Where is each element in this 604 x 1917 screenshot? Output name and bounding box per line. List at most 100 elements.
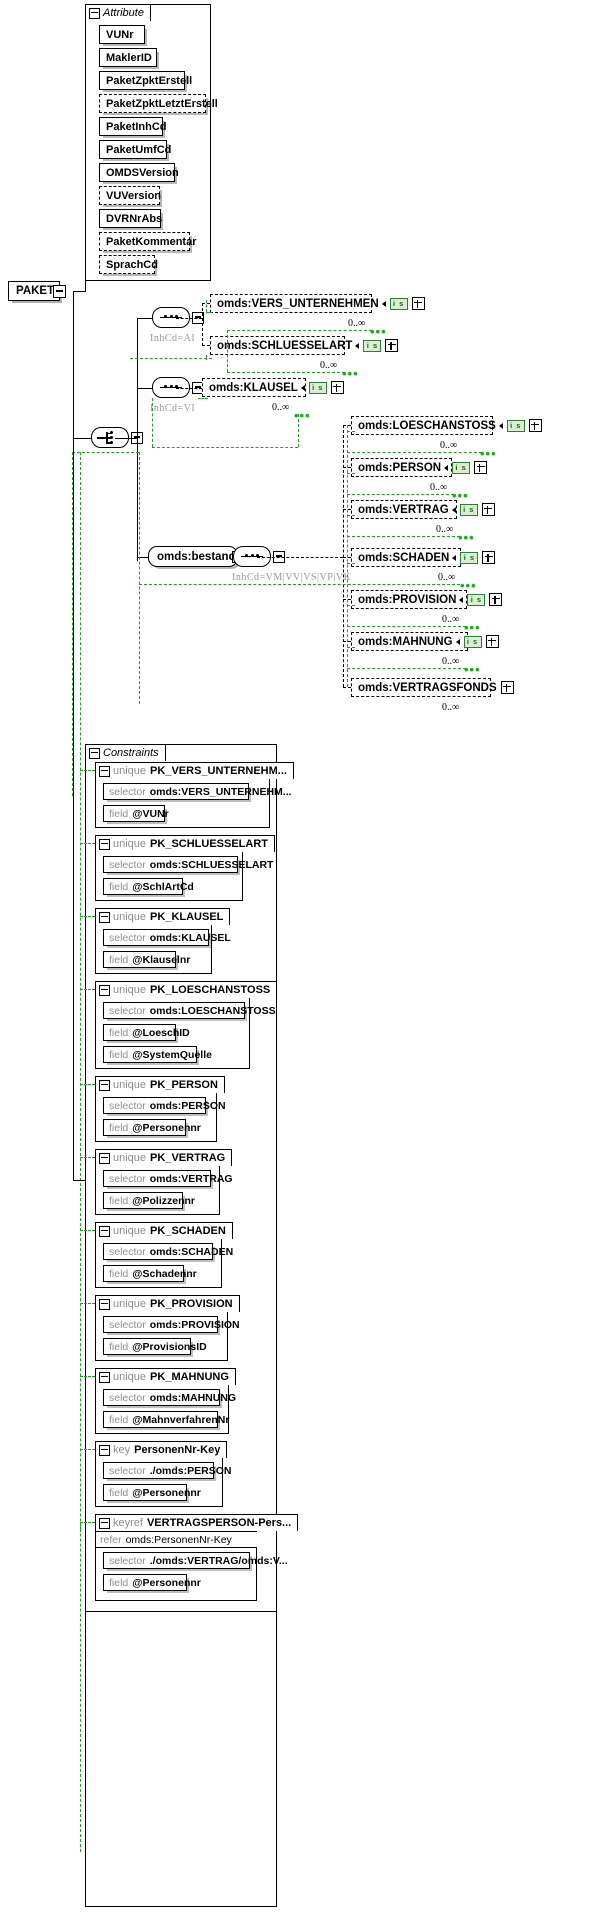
expand-icon[interactable] <box>489 593 503 606</box>
constraints-tab[interactable]: Constraints <box>85 744 166 761</box>
expand-icon[interactable] <box>385 339 399 352</box>
collapse-icon[interactable] <box>99 1079 110 1091</box>
sequence-compositor-vi[interactable] <box>152 377 204 402</box>
constraint-field-row[interactable]: field @LoeschID <box>103 1024 190 1041</box>
expand-icon[interactable] <box>528 419 542 432</box>
attribute-maklerid[interactable]: MaklerID <box>99 48 157 67</box>
collapse-icon[interactable] <box>273 550 285 563</box>
constraint-header-pk-klausel[interactable]: unique PK_KLAUSEL <box>95 908 231 925</box>
constraint-selector-row[interactable]: selector omds:SCHLUESSELART <box>103 856 273 873</box>
connector <box>85 144 87 292</box>
constraint-field-row-2[interactable]: field @SystemQuelle <box>103 1046 212 1063</box>
constraint-header-pk-schaden[interactable]: unique PK_SCHADEN <box>95 1222 233 1239</box>
identity-constraint-badge: i s <box>463 635 482 648</box>
constraint-selector-row[interactable]: selector omds:SCHADEN <box>103 1243 233 1260</box>
identity-bus <box>80 452 81 1852</box>
expand-icon[interactable] <box>500 681 514 694</box>
constraint-field-row[interactable]: field @Schadennr <box>103 1265 197 1282</box>
element-provision[interactable]: omds:PROVISION i s <box>351 590 503 617</box>
element-person[interactable]: omds:PERSON i s <box>351 458 488 485</box>
constraint-selector-row[interactable]: selector omds:PERSON <box>103 1097 226 1114</box>
attribute-paketkommentar[interactable]: PaketKommentar <box>99 232 196 251</box>
constraint-field-row[interactable]: field @Personennr <box>103 1119 201 1136</box>
collapse-icon[interactable] <box>99 984 110 996</box>
constraint-header-pk-vers-unternehm[interactable]: unique PK_VERS_UNTERNEHM... <box>95 762 294 779</box>
group-ref-bestand[interactable]: omds:bestand <box>148 546 244 567</box>
attribute-dvrnrabs[interactable]: DVRNrAbs <box>99 209 162 228</box>
choice-compositor[interactable] <box>91 427 143 452</box>
element-loeschanstoss[interactable]: omds:LOESCHANSTOSS i s <box>351 416 542 443</box>
selector-label: selector <box>109 1554 146 1567</box>
constraint-header-vertragsperson-keyref[interactable]: keyref VERTRAGSPERSON-Pers... <box>95 1514 299 1531</box>
constraint-name: PersonenNr-Key <box>134 1444 221 1456</box>
collapse-icon[interactable] <box>99 1371 110 1383</box>
constraint-field-row[interactable]: field @Personennr <box>103 1574 201 1591</box>
element-schluesselart[interactable]: omds:SCHLUESSELART i s <box>210 336 399 363</box>
collapse-icon[interactable] <box>99 1444 110 1456</box>
root-element-paket[interactable]: PAKET <box>8 281 66 301</box>
constraint-field-row[interactable]: field @Klauselnr <box>103 951 190 968</box>
identity-link <box>206 312 212 313</box>
collapse-icon[interactable] <box>89 7 100 19</box>
collapse-icon[interactable] <box>192 311 204 324</box>
constraint-header-pk-schluesselart[interactable]: unique PK_SCHLUESSELART <box>95 835 276 852</box>
expand-icon[interactable] <box>474 461 488 474</box>
element-schaden[interactable]: omds:SCHADEN i s <box>351 548 496 575</box>
attribute-label: PaketInhCd <box>106 120 167 133</box>
constraint-header-pk-mahnung[interactable]: unique PK_MAHNUNG <box>95 1368 236 1385</box>
collapse-icon[interactable] <box>99 1152 110 1164</box>
expand-icon[interactable] <box>411 297 425 310</box>
constraint-selector-row[interactable]: selector omds:LOESCHANSTOSS <box>103 1002 276 1019</box>
expand-icon[interactable] <box>482 551 496 564</box>
sequence-compositor-ai[interactable] <box>152 307 204 332</box>
sequence-compositor-bestand[interactable] <box>233 546 285 571</box>
field-label: field <box>109 953 129 966</box>
expand-icon[interactable] <box>481 503 495 516</box>
identity-link <box>347 515 355 516</box>
element-vers-unternehmen[interactable]: omds:VERS_UNTERNEHMEN i s <box>210 294 425 321</box>
expand-icon[interactable] <box>330 381 344 394</box>
element-klausel[interactable]: omds:KLAUSEL i s <box>202 378 344 405</box>
element-vertrag[interactable]: omds:VERTRAG i s <box>351 500 495 527</box>
constraint-field-row[interactable]: field @Personennr <box>103 1484 201 1501</box>
element-vertragsfonds[interactable]: omds:VERTRAGSFONDS <box>351 678 514 705</box>
constraint-header-pk-loeschanstoss[interactable]: unique PK_LOESCHANSTOSS <box>95 981 278 998</box>
constraint-selector-row[interactable]: selector ./omds:VERTRAG/omds:V... <box>103 1552 288 1569</box>
constraint-field-row[interactable]: field @VUNr <box>103 805 169 822</box>
attribute-omdsversion[interactable]: OMDSVersion <box>99 163 179 182</box>
attribute-paketzpkterstell[interactable]: PaketZpktErstell <box>99 71 192 90</box>
constraint-field-row[interactable]: field @Polizzennr <box>103 1192 195 1209</box>
constraint-selector-row[interactable]: selector omds:MAHNUNG <box>103 1389 236 1406</box>
constraint-header-pk-person[interactable]: unique PK_PERSON <box>95 1076 225 1093</box>
attribute-vunr[interactable]: VUNr <box>99 25 145 44</box>
collapse-icon[interactable] <box>99 1298 110 1310</box>
collapse-icon[interactable] <box>53 285 66 298</box>
constraint-selector-row[interactable]: selector omds:VERTRAG <box>103 1170 233 1187</box>
collapse-icon[interactable] <box>99 838 110 850</box>
constraint-selector-row[interactable]: selector omds:PROVISION <box>103 1316 240 1333</box>
constraint-header-personennr-key[interactable]: key PersonenNr-Key <box>95 1441 228 1458</box>
collapse-icon[interactable] <box>99 1517 110 1529</box>
element-mahnung[interactable]: omds:MAHNUNG i s <box>351 632 499 659</box>
attribute-paketzpktletzterstell[interactable]: PaketZpktLetztErstell <box>99 94 218 113</box>
collapse-icon[interactable] <box>89 747 100 759</box>
constraint-header-pk-provision[interactable]: unique PK_PROVISION <box>95 1295 240 1312</box>
constraint-name: PK_VERTRAG <box>150 1152 226 1164</box>
collapse-icon[interactable] <box>99 765 110 777</box>
attribute-paketinhcd[interactable]: PaketInhCd <box>99 117 167 136</box>
constraint-selector-row[interactable]: selector omds:VERS_UNTERNEHM... <box>103 783 292 800</box>
attribute-paketumfcd[interactable]: PaketUmfCd <box>99 140 171 159</box>
constraint-selector-row[interactable]: selector omds:KLAUSEL <box>103 929 231 946</box>
attribute-group-tab[interactable]: Attribute <box>85 4 151 21</box>
collapse-icon[interactable] <box>99 911 110 923</box>
constraint-name: PK_KLAUSEL <box>150 911 224 923</box>
constraint-header-pk-vertrag[interactable]: unique PK_VERTRAG <box>95 1149 233 1166</box>
attribute-vuversion[interactable]: VUVersion <box>99 186 161 205</box>
constraint-selector-row[interactable]: selector ./omds:PERSON <box>103 1462 231 1479</box>
attribute-sprachcd[interactable]: SprachCd <box>99 255 158 274</box>
constraint-field-row[interactable]: field @SchlArtCd <box>103 878 194 895</box>
constraint-field-row[interactable]: field @ProvisionsID <box>103 1338 207 1355</box>
expand-icon[interactable] <box>485 635 499 648</box>
collapse-icon[interactable] <box>99 1225 110 1237</box>
constraint-field-row[interactable]: field @MahnverfahrenNr <box>103 1411 229 1428</box>
